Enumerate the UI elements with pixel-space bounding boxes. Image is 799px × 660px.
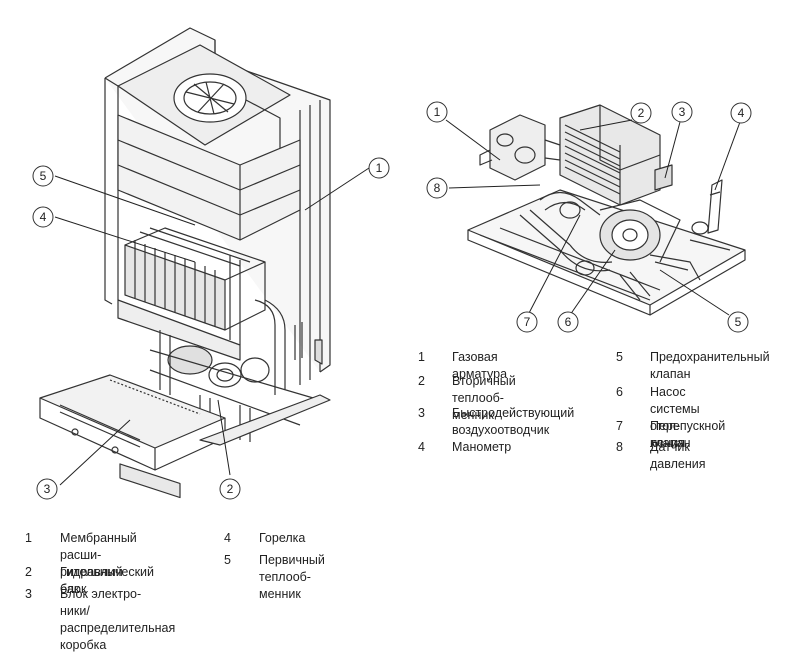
legend-right-num-5: 5 xyxy=(616,350,623,364)
legend-left-text-2: Гидравлический блок xyxy=(60,565,155,596)
callout-circle-r7: 7 xyxy=(516,311,538,333)
legend-left-num-4: 4 xyxy=(224,531,231,545)
callout-circle-r6: 6 xyxy=(557,311,579,333)
legend-right-text-5: Предохранительный клапан xyxy=(650,350,770,381)
callout-label-r6: 6 xyxy=(565,315,572,329)
legend-right-num-1: 1 xyxy=(418,350,425,364)
legend-left-text-3: Блок электро- ники/распределительная кор… xyxy=(60,587,176,652)
legend-left-num-2: 2 xyxy=(25,565,32,579)
legend-right: 1 Газовая арматура 2 Вторичный теплооб- … xyxy=(418,349,798,471)
callout-label-r7: 7 xyxy=(524,315,531,329)
callout-circle-1: 1 xyxy=(368,157,390,179)
legend-right-text-2: Вторичный теплооб- менник xyxy=(452,374,516,422)
legend-left-text-5: Первичный теплооб- менник xyxy=(259,553,325,601)
legend-right-num-4: 4 xyxy=(418,440,425,454)
callouts-left: 1 5 4 3 2 xyxy=(32,157,390,500)
callout-circle-r8: 8 xyxy=(426,177,448,199)
legend-right-num-6: 6 xyxy=(616,385,623,399)
callout-circle-2: 2 xyxy=(219,478,241,500)
legend-right-text-3: Быстродействующий воздухоотводчик xyxy=(452,406,575,437)
callout-label-4: 4 xyxy=(40,210,47,224)
legend-right-num-3: 3 xyxy=(418,406,425,420)
callout-circle-r2: 2 xyxy=(630,102,652,124)
callout-circle-r1: 1 xyxy=(426,101,448,123)
callout-label-r3: 3 xyxy=(679,105,686,119)
callout-circle-r4: 4 xyxy=(730,102,752,124)
legend-right-text-4: Манометр xyxy=(452,440,512,454)
callout-label-r1: 1 xyxy=(434,105,441,119)
legend-left: 1 Мембранный расши- рительный бак 2 Гидр… xyxy=(25,530,405,652)
callout-circle-r5: 5 xyxy=(727,311,749,333)
legend-right-num-7: 7 xyxy=(616,419,623,433)
callout-circle-r3: 3 xyxy=(671,101,693,123)
legend-left-num-1: 1 xyxy=(25,531,32,545)
callout-circle-4: 4 xyxy=(32,206,54,228)
callout-label-r8: 8 xyxy=(434,181,441,195)
legend-left-num-3: 3 xyxy=(25,587,32,601)
legend-left-num-5: 5 xyxy=(224,553,231,567)
legend-left-text-4: Горелка xyxy=(259,531,306,545)
right-leader-lines xyxy=(445,119,741,316)
left-leader-lines xyxy=(54,167,370,486)
callout-label-2: 2 xyxy=(227,482,234,496)
callout-label-1: 1 xyxy=(376,161,383,175)
callout-label-r4: 4 xyxy=(738,106,745,120)
legend-right-text-7: Перепускной клапан xyxy=(650,419,726,450)
legend-right-text-1: Газовая арматура xyxy=(452,350,508,381)
callouts-right: 1 2 3 4 8 7 6 5 xyxy=(426,101,752,333)
legend-right-num-2: 2 xyxy=(418,374,425,388)
callout-label-3: 3 xyxy=(44,482,51,496)
legend-left-text-1: Мембранный расши- рительный бак xyxy=(60,531,137,596)
callout-circle-3: 3 xyxy=(36,478,58,500)
callout-label-r5: 5 xyxy=(735,315,742,329)
callout-label-5: 5 xyxy=(40,169,47,183)
hydraulic-block-illustration xyxy=(467,104,746,316)
boiler-illustration xyxy=(39,27,331,499)
legend-right-num-8: 8 xyxy=(616,440,623,454)
legend-right-text-6: Насос системы отоп- ления xyxy=(650,385,700,450)
callout-circle-5: 5 xyxy=(32,165,54,187)
callout-label-r2: 2 xyxy=(638,106,645,120)
legend-right-text-8: Датчик давления xyxy=(650,440,706,471)
